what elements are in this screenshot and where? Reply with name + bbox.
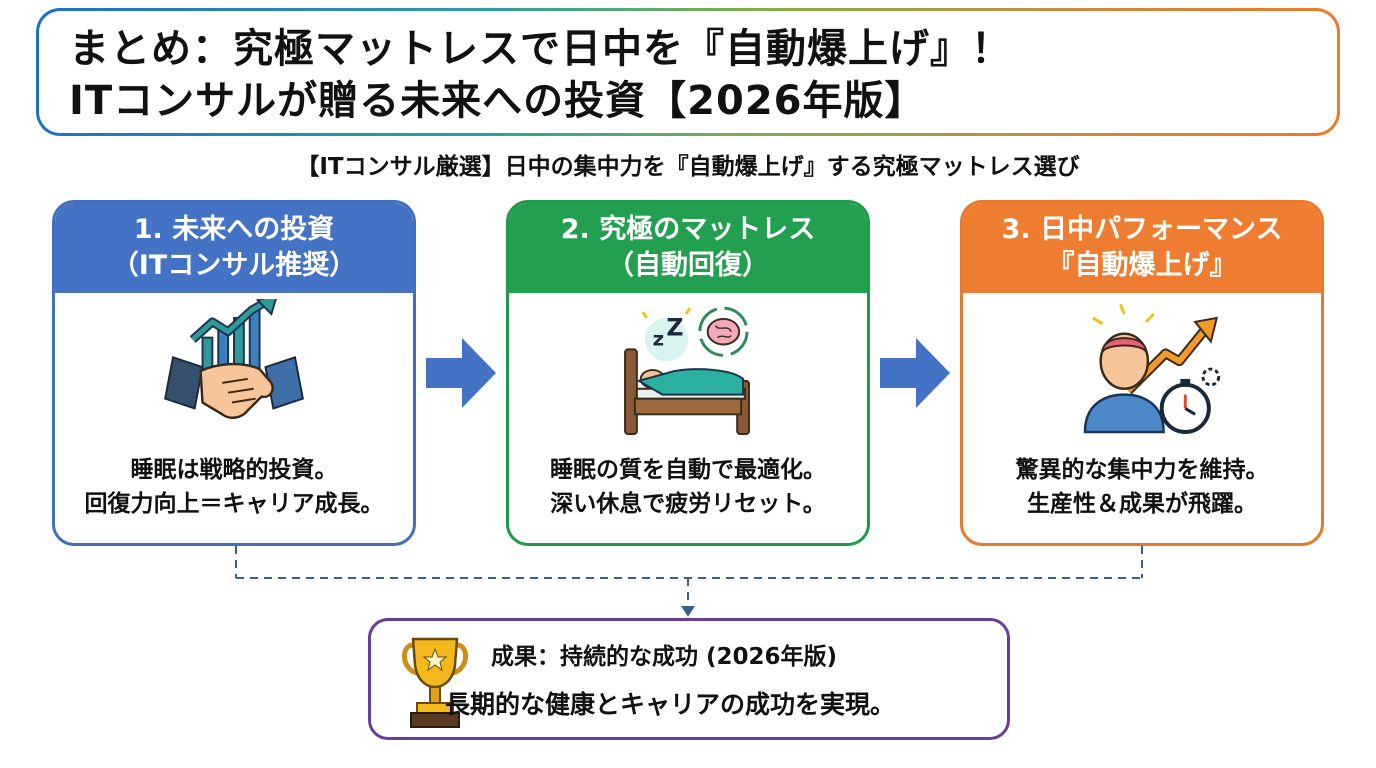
result-body: 長期的な健康とキャリアの成功を実現。 (445, 690, 896, 719)
dashed-connector (235, 546, 1143, 617)
card-investment: 1. 未来への投資 （ITコンサル推奨） 睡眠は戦略的投資。 回復力向上＝キャリ… (52, 200, 416, 546)
card-performance-heading-1: 3. 日中パフォーマンス (1001, 214, 1283, 245)
card-mattress-header: 2. 究極のマットレス （自動回復） (509, 203, 867, 293)
arrow-right-icon (426, 338, 496, 408)
card-performance-text-1: 驚異的な集中力を維持。 (1015, 457, 1269, 483)
title-line-1: まとめ：究極マットレスで日中を『自動爆上げ』！ (69, 26, 1012, 72)
focused-person-stopwatch-icon (1083, 303, 1221, 434)
handshake-growth-icon (164, 299, 304, 419)
result-box: 成果：持続的な成功 (2026年版) 長期的な健康とキャリアの成功を実現。 (368, 618, 1010, 740)
subtitle: 【ITコンサル厳選】日中の集中力を『自動爆上げ』する究極マットレス選び (296, 154, 1080, 180)
card-mattress-text: 睡眠の質を自動で最適化。 深い休息で疲労リセット。 (509, 453, 867, 521)
card-performance-header: 3. 日中パフォーマンス 『自動爆上げ』 (963, 203, 1321, 293)
card-mattress-text-1: 睡眠の質を自動で最適化。 (550, 457, 826, 483)
card-mattress-heading-1: 2. 究極のマットレス (560, 214, 816, 245)
card-mattress-heading-2: （自動回復） (607, 250, 769, 281)
card-mattress: 2. 究極のマットレス （自動回復） z Z 睡眠の質を自動で最適化。 深い休息… (506, 200, 870, 546)
card-performance-text: 驚異的な集中力を維持。 生産性＆成果が飛躍。 (963, 453, 1321, 521)
title-banner-inner: まとめ：究極マットレスで日中を『自動爆上げ』！ ITコンサルが贈る未来への投資【… (39, 11, 1337, 133)
card-investment-text-2: 回復力向上＝キャリア成長。 (84, 491, 384, 517)
card-investment-text: 睡眠は戦略的投資。 回復力向上＝キャリア成長。 (55, 453, 413, 521)
svg-text:z: z (653, 327, 664, 350)
card-performance: 3. 日中パフォーマンス 『自動爆上げ』 驚異的な集中力を維持。 生産性＆成果が… (960, 200, 1324, 546)
result-title: 成果：持続的な成功 (2026年版) (491, 644, 838, 670)
card-investment-heading-1: 1. 未来への投資 (133, 214, 335, 245)
svg-text:Z: Z (666, 314, 683, 342)
title-banner: まとめ：究極マットレスで日中を『自動爆上げ』！ ITコンサルが贈る未来への投資【… (36, 8, 1340, 136)
card-mattress-text-2: 深い休息で疲労リセット。 (550, 491, 826, 517)
sleeping-bed-brain-icon: z Z (624, 306, 750, 435)
card-performance-heading-2: 『自動爆上げ』 (1047, 250, 1237, 281)
card-performance-text-2: 生産性＆成果が飛躍。 (1027, 491, 1257, 517)
card-investment-text-1: 睡眠は戦略的投資。 (130, 457, 338, 483)
arrow-right-icon (880, 338, 950, 408)
card-investment-header: 1. 未来への投資 （ITコンサル推奨） (55, 203, 413, 293)
trophy-icon (402, 637, 468, 728)
title-line-2: ITコンサルが贈る未来への投資【2026年版】 (69, 78, 926, 124)
card-investment-heading-2: （ITコンサル推奨） (111, 250, 357, 281)
